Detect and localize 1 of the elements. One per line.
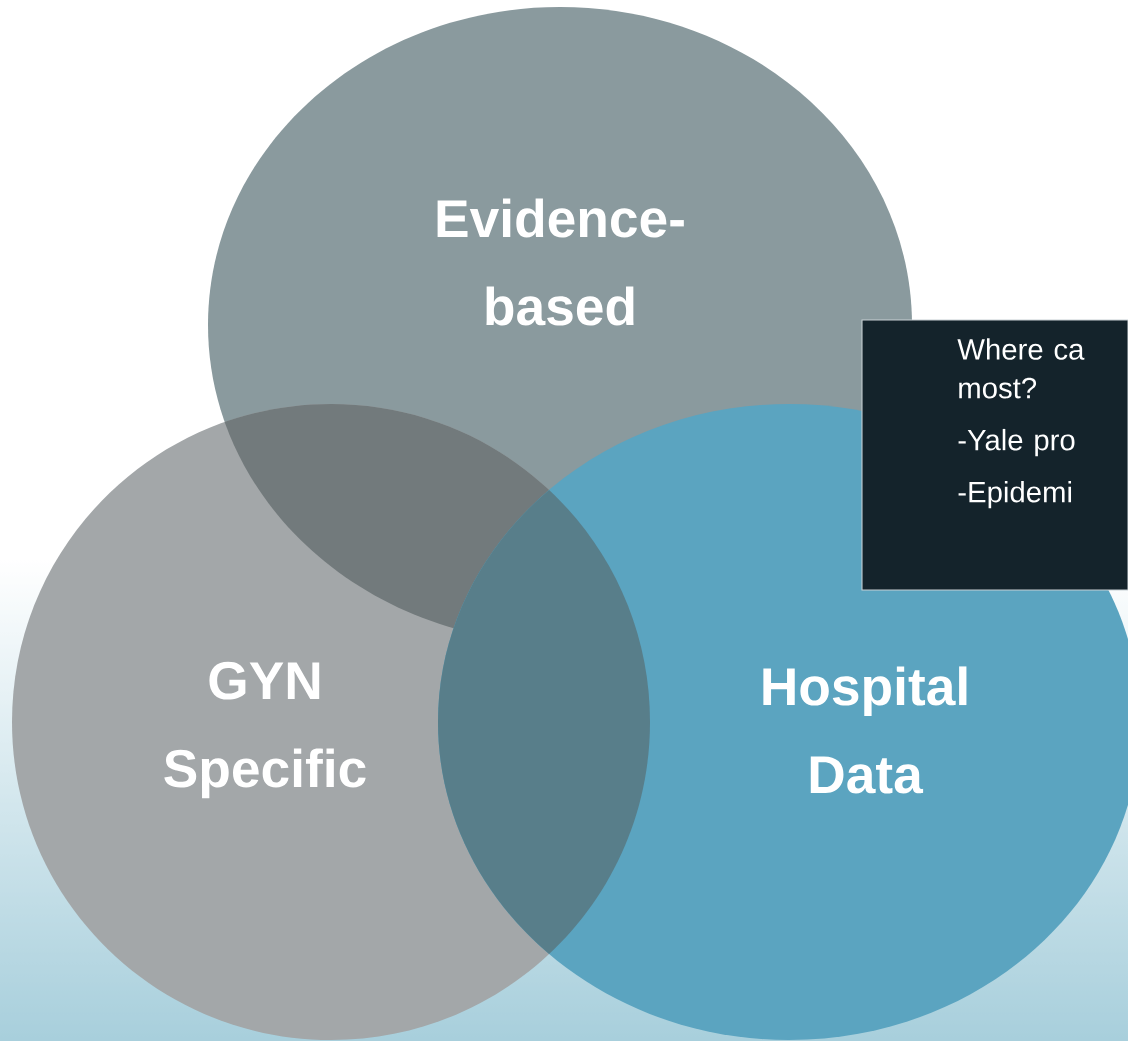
callout-box: Where ca most? -Yale pro -Epidemi [861,319,1128,591]
